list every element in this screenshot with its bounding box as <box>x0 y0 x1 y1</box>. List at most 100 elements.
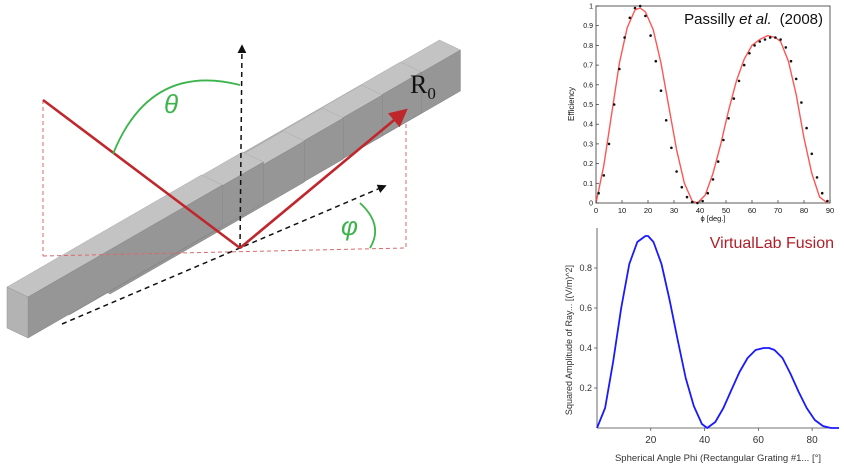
chart1-measured-point <box>748 52 751 55</box>
chart1-measured-point <box>774 36 777 39</box>
chart1-measured-point <box>753 44 756 47</box>
chart2-plot-frame <box>597 228 839 428</box>
chart1-y-tick-label: 0.5 <box>583 102 593 109</box>
chart1-y-tick-label: 0.2 <box>583 161 593 168</box>
chart1-measured-point <box>758 40 762 43</box>
chart2-x-tick-label: 20 <box>645 435 657 446</box>
chart1-y-tick-label: 0.1 <box>583 181 593 188</box>
chart1-measured-point <box>597 191 600 195</box>
plane-of-incidence-line <box>42 247 407 257</box>
chart1-title: Passilly et al.(2008) <box>684 11 823 28</box>
chart1-y-axis-label: Efficiency <box>567 87 576 121</box>
chart1-x-tick-label: 80 <box>800 206 808 215</box>
chart1-measured-point <box>742 63 746 67</box>
chart1-y-tick-label: 0.4 <box>583 122 593 129</box>
chart1-measured-point <box>675 170 678 173</box>
chart2-tick-layer: 20 40 60 80 0.2 0.4 0.6 0.8 <box>579 263 818 446</box>
reflected-ray-r0 <box>239 108 408 250</box>
chart1-y-tick-label: 0.9 <box>583 23 593 30</box>
grating-bars <box>6 39 461 339</box>
chart1-measured-point <box>716 160 720 163</box>
chart1-measured-point <box>784 46 788 49</box>
chart1-y-tick-label: 1 <box>589 4 593 11</box>
chart2-x-tick-label: 80 <box>807 435 819 446</box>
chart1-measured-point <box>696 201 699 205</box>
chart1-measured-point <box>711 178 715 181</box>
chart1-measured-point <box>623 36 626 39</box>
chart1-x-tick-label: 60 <box>748 206 756 215</box>
chart1-measured-point <box>779 38 782 41</box>
chart1-measured-point <box>768 36 772 39</box>
chart1-measured-point <box>638 4 642 8</box>
chart2-series-layer <box>596 235 839 429</box>
normal-axis-line <box>237 44 247 249</box>
grating-bar <box>6 174 223 339</box>
chart1-measured-point <box>659 89 663 92</box>
chart2-series-line <box>596 235 839 429</box>
chart1-measured-point <box>800 101 803 104</box>
chart1-measured-point <box>701 199 704 203</box>
chart2-y-tick-label: 0.4 <box>579 343 592 353</box>
chart1-measured-point <box>690 200 694 204</box>
theta-symbol: θ <box>164 89 178 119</box>
chart1-measured-point <box>805 126 808 130</box>
chart1-measured-point <box>618 67 621 71</box>
chart1-series-layer <box>595 4 829 205</box>
chart1-measured-point <box>789 59 793 63</box>
chart2-x-tick-label: 40 <box>699 435 711 446</box>
chart1-y-tick-label: 0.3 <box>583 141 593 148</box>
chart1-x-tick-label: 90 <box>826 206 834 215</box>
chart2-y-tick-label: 0.8 <box>579 263 592 273</box>
passilly-efficiency-chart: 0 10 20 30 40 50 60 70 80 90 0 0.1 0.2 0.3 0.4 0.5 0.6 0.… <box>567 4 834 224</box>
chart1-measured-point <box>628 16 632 20</box>
theta-angle-arc <box>112 79 241 155</box>
chart1-measured-point <box>602 174 606 177</box>
incidence-axis-line <box>61 184 387 325</box>
grating-bar-end <box>6 286 29 339</box>
chart1-x-tick-label: 10 <box>618 206 626 215</box>
chart1-x-tick-label: 0 <box>594 206 598 215</box>
chart1-y-tick-label: 0 <box>589 201 593 208</box>
chart1-measured-point <box>607 142 611 146</box>
chart1-measured-point <box>820 191 824 195</box>
chart1-measured-point <box>810 152 814 156</box>
chart2-y-tick-label: 0.6 <box>579 303 592 313</box>
chart1-measured-point <box>826 199 829 203</box>
phi-angle-arc <box>359 202 377 249</box>
chart1-x-tick-label: 70 <box>774 206 782 215</box>
chart1-y-tick-label: 0.7 <box>583 63 593 70</box>
chart1-measured-point <box>670 146 673 150</box>
grating-diagram: θ φ R0 <box>6 39 461 339</box>
chart1-measured-point <box>737 79 741 83</box>
chart2-y-axis-label: Squared Amplitude of Ray... [(V/m)^2] <box>564 265 574 415</box>
chart1-measured-point <box>732 97 736 100</box>
chart1-measured-point <box>654 59 658 63</box>
chart1-y-tick-label: 0.6 <box>583 82 593 89</box>
chart1-x-tick-label: 50 <box>722 206 730 215</box>
chart1-x-tick-label: 20 <box>644 206 652 215</box>
chart1-measured-point <box>763 38 767 41</box>
r0-label: R0 <box>410 70 436 103</box>
chart2-x-tick-label: 60 <box>753 435 765 446</box>
phi-symbol: φ <box>341 211 358 241</box>
incident-ray <box>42 98 241 250</box>
chart1-x-tick-label: 30 <box>670 206 678 215</box>
chart1-measured-point <box>664 119 668 122</box>
chart1-series-simulated-line <box>595 7 828 204</box>
chart1-x-axis-label: ϕ [deg.] <box>700 214 725 223</box>
chart1-measured-point <box>794 77 798 81</box>
chart1-tick-layer: 0 10 20 30 40 50 60 70 80 90 0 0.1 0.2 0.3 0.4 0.5 0.6 0.… <box>583 4 834 216</box>
chart1-measured-point <box>727 117 730 120</box>
chart1-measured-point <box>612 103 616 106</box>
chart2-y-tick-label: 0.2 <box>579 383 592 393</box>
chart1-measured-point <box>685 195 689 199</box>
chart1-measured-point <box>815 176 819 179</box>
chart1-measured-point <box>680 185 684 189</box>
chart1-measured-point <box>722 138 725 142</box>
chart1-measured-point <box>649 34 652 37</box>
chart2-x-axis-label: Spherical Angle Phi (Rectangular Grating… <box>615 453 821 464</box>
chart1-plot-frame <box>595 5 831 204</box>
chart1-x-tick-label: 40 <box>696 206 704 215</box>
